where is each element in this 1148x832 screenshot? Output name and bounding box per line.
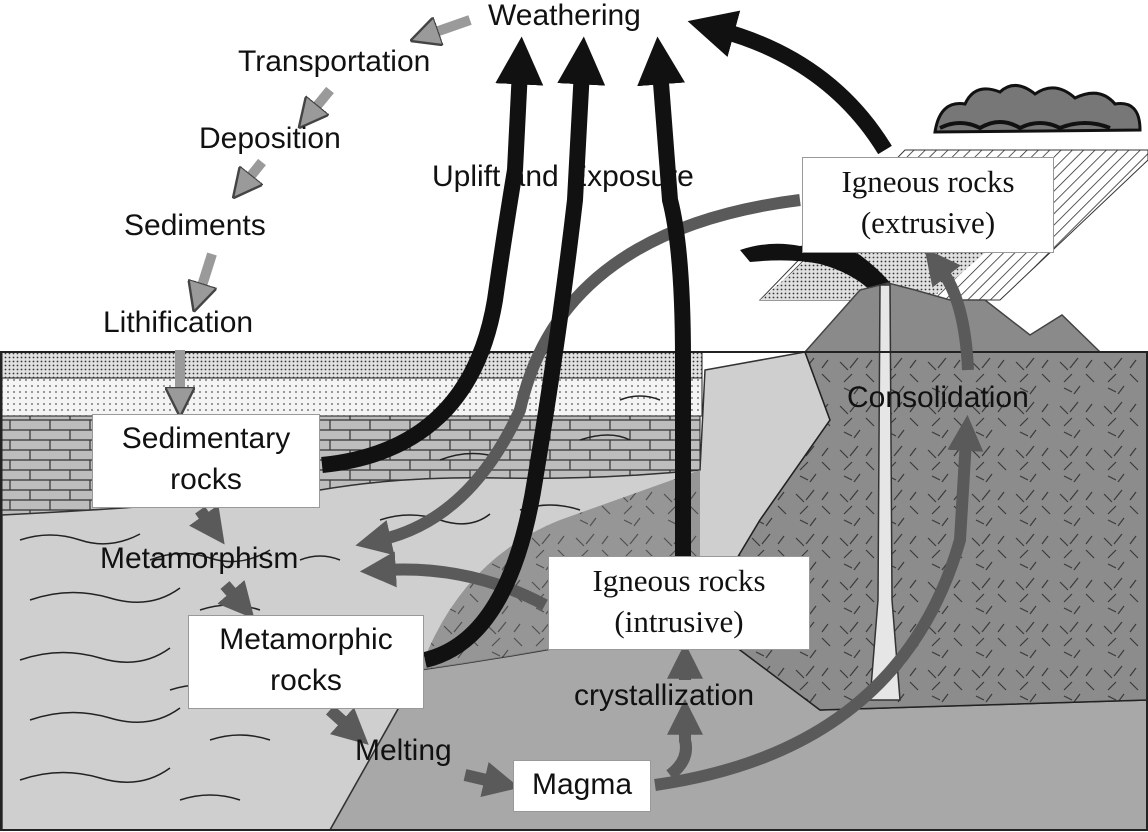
process-arrows	[189, 194, 984, 798]
volcanic-conduit	[869, 284, 901, 701]
melting-label: Melting	[355, 734, 452, 767]
sedimentary-rocks-box: Sedimentary rocks	[92, 414, 320, 508]
lithification-label: Lithification	[103, 306, 254, 339]
volcanic-ash-icon	[740, 243, 892, 290]
transportation-label: Transportation	[238, 45, 431, 78]
magma-box: Magma	[513, 760, 651, 812]
metamorphic-rocks-box: Metamorphic rocks	[188, 615, 424, 709]
metamorphism-label: Metamorphism	[100, 542, 299, 575]
uplift-arrows	[321, 10, 892, 668]
sediment-arrows	[180, 15, 472, 396]
weathering-label: Weathering	[488, 0, 641, 32]
igneous-extrusive-box: Igneous rocks (extrusive)	[802, 157, 1054, 253]
volcano-mountains	[803, 282, 1102, 353]
sediments-label: Sediments	[124, 209, 266, 242]
crystallization-label: crystallization	[574, 679, 755, 712]
uplift-label: Uplift and Exposure	[432, 160, 694, 193]
deposition-label: Deposition	[199, 122, 341, 155]
igneous-intrusive-box: Igneous rocks (intrusive)	[548, 556, 810, 650]
consolidation-label: Consolidation	[847, 381, 1029, 414]
